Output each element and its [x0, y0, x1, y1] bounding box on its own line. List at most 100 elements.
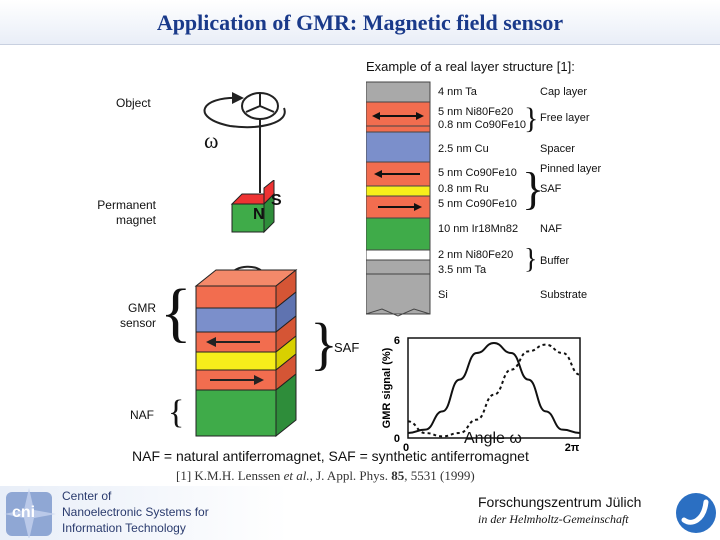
rotating-object-illustration — [203, 92, 286, 193]
gmr-sensor-label-line1: GMR — [128, 301, 156, 315]
x-tick-right: 2π — [565, 442, 580, 454]
magnet-n-label: N — [253, 206, 265, 223]
layer-nife-free — [366, 101, 431, 127]
object-label: Object — [116, 96, 151, 110]
layer-label-9: 3.5 nm Ta — [438, 264, 487, 276]
layer-ta-buffer — [366, 259, 431, 275]
pinned-layer-arrowhead — [374, 170, 382, 178]
x-tick-left: 0 — [403, 442, 409, 454]
layer-label-1: 5 nm Ni80Fe20 — [438, 106, 514, 118]
sensor-arrow-right-head — [254, 375, 264, 385]
reference-journal: , J. Appl. Phys. — [309, 468, 392, 483]
layer-role-8: Buffer — [540, 255, 570, 267]
layer-label-3: 2.5 nm Cu — [438, 143, 489, 155]
fz-logo-circle — [676, 493, 716, 533]
y-axis-label: GMR signal (%) — [381, 347, 393, 428]
sensor-layer-red-1 — [195, 285, 277, 309]
free-layer-arrowhead-left — [372, 112, 380, 120]
object-disk-spokes — [245, 93, 275, 113]
saf-label: SAF — [334, 340, 360, 355]
substrate-break — [366, 308, 431, 317]
free-layer-brace: } — [524, 102, 539, 135]
layer-label-5: 0.8 nm Ru — [438, 183, 489, 195]
definition-line: NAF = natural antiferromagnet, SAF = syn… — [132, 448, 529, 464]
cni-line-2: Nanoelectronic Systems for — [62, 505, 209, 519]
cni-text-block: Center of Nanoelectronic Systems for Inf… — [62, 488, 209, 536]
fz-line-1: Forschungszentrum Jülich — [478, 494, 642, 510]
permanent-magnet — [230, 180, 276, 234]
example-caption: Example of a real layer structure [1]: — [366, 59, 575, 74]
layer-cu-spacer — [366, 131, 431, 163]
chart-series-group — [407, 341, 581, 438]
permanent-magnet-label-line1: Permanent — [97, 198, 156, 212]
saf-layer-brace: } — [522, 163, 545, 214]
omega-label: ω — [204, 128, 219, 153]
layer-cofe-free — [366, 125, 431, 133]
layer-label-0: 4 nm Ta — [438, 86, 477, 98]
layer-role-3: Spacer — [540, 143, 575, 155]
y-tick-top: 6 — [394, 335, 400, 347]
cni-logo — [4, 488, 56, 538]
gmr-sensor-label: GMR sensor — [110, 301, 156, 331]
gmr-signal-chart: 6 0 0 2π GMR signal (%) — [381, 335, 581, 454]
footer: cni Center of Nanoelectronic Systems for… — [0, 486, 720, 540]
layer-structure — [366, 81, 431, 317]
gmr-brace: { — [160, 276, 192, 349]
layer-role-7: NAF — [540, 223, 562, 235]
reference-prefix: [1] K.M.H. Lenssen — [176, 468, 284, 483]
layer-cap-ta — [366, 81, 431, 103]
sensor-layer-yellow — [195, 351, 277, 371]
sensor-side-green — [275, 372, 297, 438]
y-tick-bottom: 0 — [394, 433, 400, 445]
cni-line-1: Center of — [62, 489, 112, 503]
title-bar: Application of GMR: Magnetic field senso… — [0, 0, 720, 45]
gmr-sensor-label-line2: sensor — [119, 316, 156, 330]
chart-series-dashed — [407, 343, 581, 438]
permanent-magnet-label: Permanent magnet — [90, 198, 156, 228]
layer-role-2: Free layer — [540, 112, 590, 124]
layer-label-8: 2 nm Ni80Fe20 — [438, 249, 514, 261]
sensor-layer-green — [195, 389, 277, 437]
layer-label-10: Si — [438, 289, 448, 301]
reference-line: [1] K.M.H. Lenssen et al., J. Appl. Phys… — [176, 468, 475, 484]
naf-label: NAF — [130, 408, 154, 422]
reference-etal: et al. — [283, 468, 310, 483]
page-title: Application of GMR: Magnetic field senso… — [156, 10, 564, 35]
layer-irmn — [366, 217, 431, 251]
buffer-brace: } — [524, 244, 538, 275]
layer-label-6: 5 nm Co90Fe10 — [438, 198, 517, 210]
naf-brace: { — [168, 394, 185, 431]
layer-label-7: 10 nm Ir18Mn82 — [438, 223, 519, 235]
magnet-s-label: S — [271, 192, 282, 209]
fz-text-block: Forschungszentrum Jülich in der Helmholt… — [478, 494, 641, 527]
x-axis-label: Angle ω — [464, 430, 522, 447]
layer-role-5: SAF — [540, 183, 562, 195]
layer-label-2: 0.8 nm Co90Fe10 — [438, 119, 527, 131]
rotation-arrow — [203, 96, 286, 129]
saf-brace: } — [310, 311, 338, 376]
reference-volume: 85 — [391, 468, 405, 483]
chart-frame — [407, 337, 581, 439]
sensor-arrow-left-head — [206, 337, 216, 347]
cni-logo-star — [4, 488, 56, 538]
layer-role-10: Substrate — [540, 289, 588, 301]
fz-logo — [676, 493, 716, 533]
permanent-magnet-label-line2: magnet — [115, 213, 156, 227]
saf-bottom-arrowhead — [414, 203, 422, 211]
rotation-arrowhead — [232, 92, 244, 104]
sensor-layer-blue — [195, 307, 277, 333]
magnet-side-face — [263, 192, 275, 234]
free-layer-arrowhead-right — [416, 112, 424, 120]
cni-line-3: Information Technology — [62, 521, 186, 535]
layer-ru — [366, 185, 431, 197]
layer-role-0: Cap layer — [540, 86, 588, 98]
layer-label-4: 5 nm Co90Fe10 — [438, 167, 517, 179]
gmr-sensor-stack — [194, 268, 298, 438]
layer-role-4: Pinned layer — [540, 163, 602, 175]
layer-nife-buffer — [366, 249, 431, 261]
chart-series-solid — [407, 341, 580, 434]
fz-logo-swoosh — [681, 499, 709, 525]
layer-si-substrate — [366, 273, 431, 315]
reference-pages: , 5531 (1999) — [404, 468, 475, 483]
fz-line-2: in der Helmholtz-Gemeinschaft — [478, 512, 629, 526]
